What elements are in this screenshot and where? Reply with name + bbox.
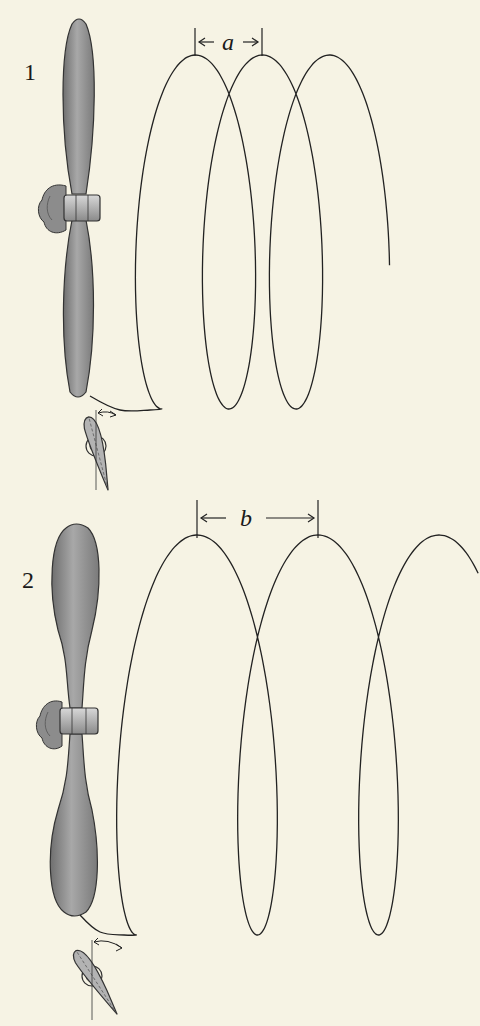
propeller-hub (60, 708, 98, 734)
dimension-mark (195, 28, 262, 56)
figure-number: 1 (24, 60, 36, 84)
engine-nose (36, 701, 62, 749)
blade-section (70, 938, 122, 1020)
propeller-blade (50, 524, 99, 916)
blade-section (82, 409, 116, 492)
engine-nose (38, 185, 66, 233)
dimension-letter: a (222, 30, 234, 54)
propeller-hub (64, 195, 100, 221)
helix-path (90, 55, 390, 411)
figure-number: 2 (22, 568, 34, 592)
dimension-letter: b (240, 506, 252, 530)
helix-path (80, 535, 478, 935)
dimension-mark (197, 500, 318, 538)
